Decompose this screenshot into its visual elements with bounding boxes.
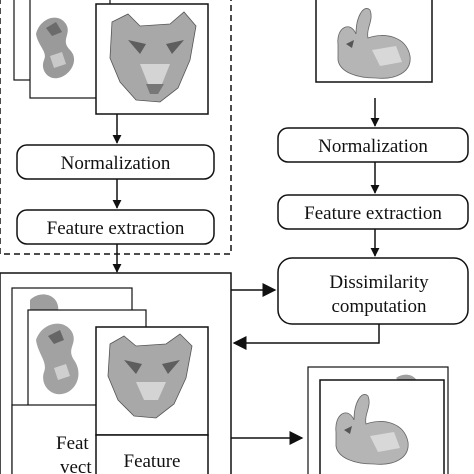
retrieved-results-stack (307, 366, 449, 474)
database-models-stack (13, 0, 209, 115)
right-normalization-box (277, 127, 469, 163)
left-normalization-box (16, 144, 215, 180)
dragon-card-image-2 (36, 323, 79, 395)
feature-card-back-label-1: Feat (56, 433, 89, 454)
feature-card-back-label-2: vect (60, 457, 92, 474)
dissimilarity-label-line1: Dissimilarity (329, 272, 429, 293)
feature-card-front-label: Feature (124, 451, 181, 472)
dissimilarity-box (277, 257, 469, 325)
bunny-model-image (337, 8, 411, 79)
dissimilarity-label-line2: computation (332, 296, 427, 317)
left-feature-extraction-label: Feature extraction (47, 218, 185, 239)
feature-vector-stack: Feat vect Feature (11, 287, 209, 474)
right-feature-extraction-box (277, 194, 469, 230)
right-normalization-label: Normalization (318, 136, 428, 157)
offline-group-box (0, 0, 232, 255)
left-feature-extraction-box (16, 209, 215, 245)
bunny-result-image (335, 394, 409, 465)
tiger-card-image (107, 333, 193, 419)
tiger-model-image (109, 11, 197, 103)
dragon-model-image (36, 17, 75, 79)
left-normalization-label: Normalization (61, 153, 171, 174)
right-feature-extraction-label: Feature extraction (304, 203, 442, 224)
